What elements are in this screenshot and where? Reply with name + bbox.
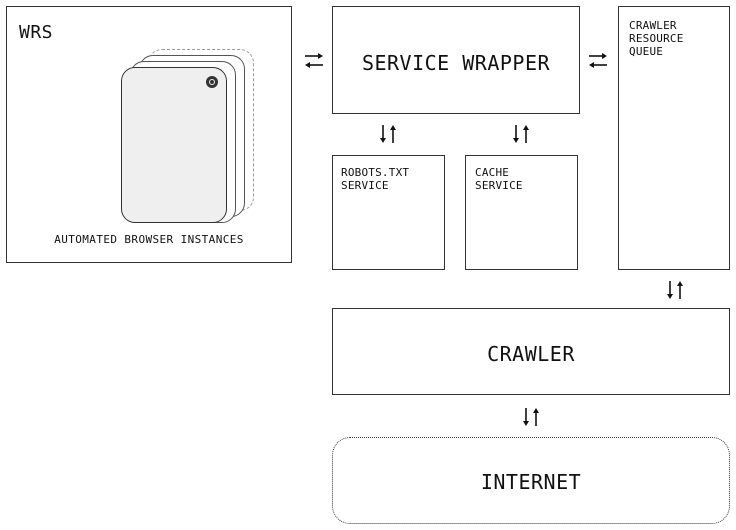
crawler-resource-queue-box: CRAWLER RESOURCE QUEUE (618, 6, 730, 270)
robots-txt-service-title: ROBOTS.TXT SERVICE (341, 166, 410, 192)
crawler-box: CRAWLER (332, 308, 730, 395)
wrs-caption: AUTOMATED BROWSER INSTANCES (54, 233, 244, 246)
crawler-internet-bidirectional-arrow-icon (517, 403, 545, 431)
wrs-box: WRS AUTOMATED BROWSER INSTANCES (6, 6, 292, 263)
chrome-icon (206, 76, 218, 88)
wrs-title: WRS (19, 22, 54, 43)
wrapper-queue-bidirectional-arrow-icon (584, 47, 612, 75)
browser-instances-stack (121, 49, 256, 229)
service-wrapper-box: SERVICE WRAPPER (332, 6, 580, 114)
cache-service-box: CACHE SERVICE (465, 155, 578, 270)
wrapper-robots-bidirectional-arrow-icon (374, 120, 402, 148)
crawler-title: CRAWLER (487, 342, 575, 366)
cache-service-title: CACHE SERVICE (475, 166, 523, 192)
wrs-wrapper-bidirectional-arrow-icon (300, 47, 328, 75)
browser-instance-front (121, 67, 227, 223)
wrapper-cache-bidirectional-arrow-icon (507, 120, 535, 148)
robots-txt-service-box: ROBOTS.TXT SERVICE (332, 155, 445, 270)
service-wrapper-title: SERVICE WRAPPER (361, 51, 551, 75)
queue-crawler-bidirectional-arrow-icon (661, 276, 689, 304)
internet-title: INTERNET (480, 470, 582, 494)
crawler-resource-queue-title: CRAWLER RESOURCE QUEUE (629, 19, 684, 58)
internet-box: INTERNET (332, 437, 730, 524)
